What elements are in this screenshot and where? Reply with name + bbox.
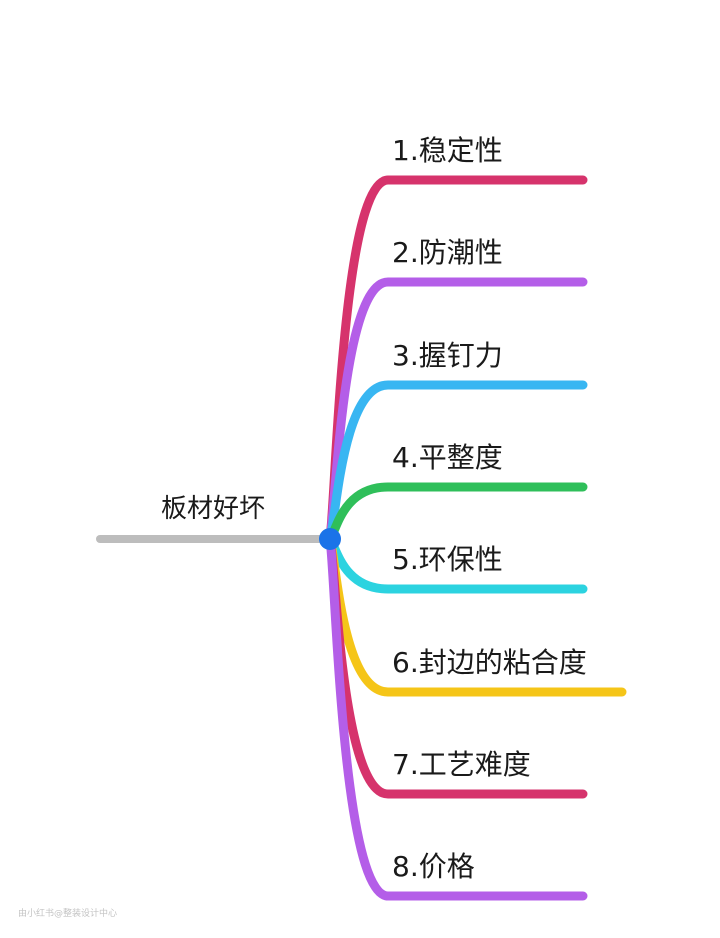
branch-edge-2 xyxy=(325,277,588,544)
branch-label-7[interactable]: 7.工艺难度 xyxy=(392,748,531,781)
branch-label-1[interactable]: 1.稳定性 xyxy=(392,134,503,167)
branch-label-6[interactable]: 6.封边的粘合度 xyxy=(392,646,587,679)
branch-label-5[interactable]: 5.环保性 xyxy=(392,543,503,576)
branch-edge-8 xyxy=(325,534,588,901)
watermark-text: 由小红书@整装设计中心 xyxy=(18,907,117,919)
branch-labels: 1.稳定性 2.防潮性 3.握钉力 4.平整度 5.环保性 6.封边的粘合度 7.工艺难度 8… xyxy=(392,134,587,883)
branch-label-3[interactable]: 3.握钉力 xyxy=(392,339,503,372)
branch-edge-4 xyxy=(325,482,588,544)
branch-edges xyxy=(325,175,627,901)
root-node[interactable] xyxy=(319,528,341,550)
root-topic-label[interactable]: 板材好坏 xyxy=(161,494,265,524)
branch-label-4[interactable]: 4.平整度 xyxy=(392,441,503,474)
branch-label-8[interactable]: 8.价格 xyxy=(392,850,475,883)
branch-label-2[interactable]: 2.防潮性 xyxy=(392,236,503,269)
